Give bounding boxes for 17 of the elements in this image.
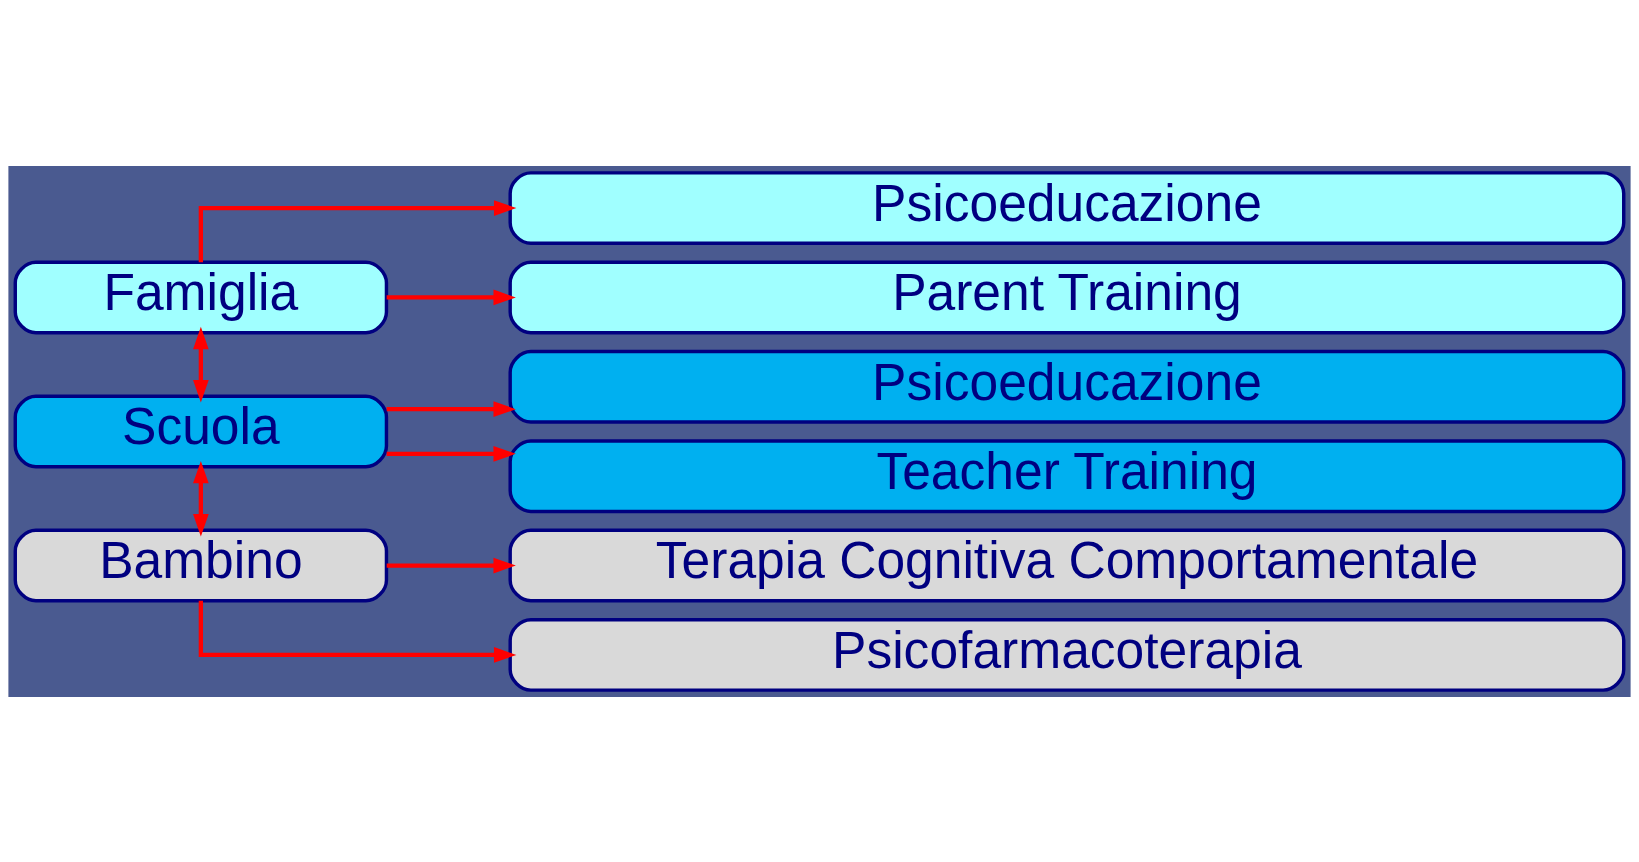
node-box: Bambino — [13, 528, 389, 602]
arrow — [198, 600, 517, 663]
node-box: Parent Training — [508, 260, 1626, 334]
arrow — [193, 326, 209, 402]
arrow — [386, 557, 516, 573]
node-box: Psicoeducazione — [508, 349, 1626, 424]
arrow — [198, 199, 517, 262]
arrow — [386, 400, 516, 417]
node-box: Psicoeducazione — [508, 170, 1626, 245]
node-box: Teacher Training — [508, 438, 1626, 513]
node-box: Psicofarmacoterapia — [508, 617, 1626, 692]
arrow — [386, 289, 516, 305]
node-box: Scuola — [13, 394, 389, 468]
arrow — [386, 445, 516, 462]
arrow — [193, 460, 209, 536]
node-box: Famiglia — [13, 260, 389, 334]
node-box: Terapia Cognitiva Comportamentale — [508, 528, 1626, 602]
